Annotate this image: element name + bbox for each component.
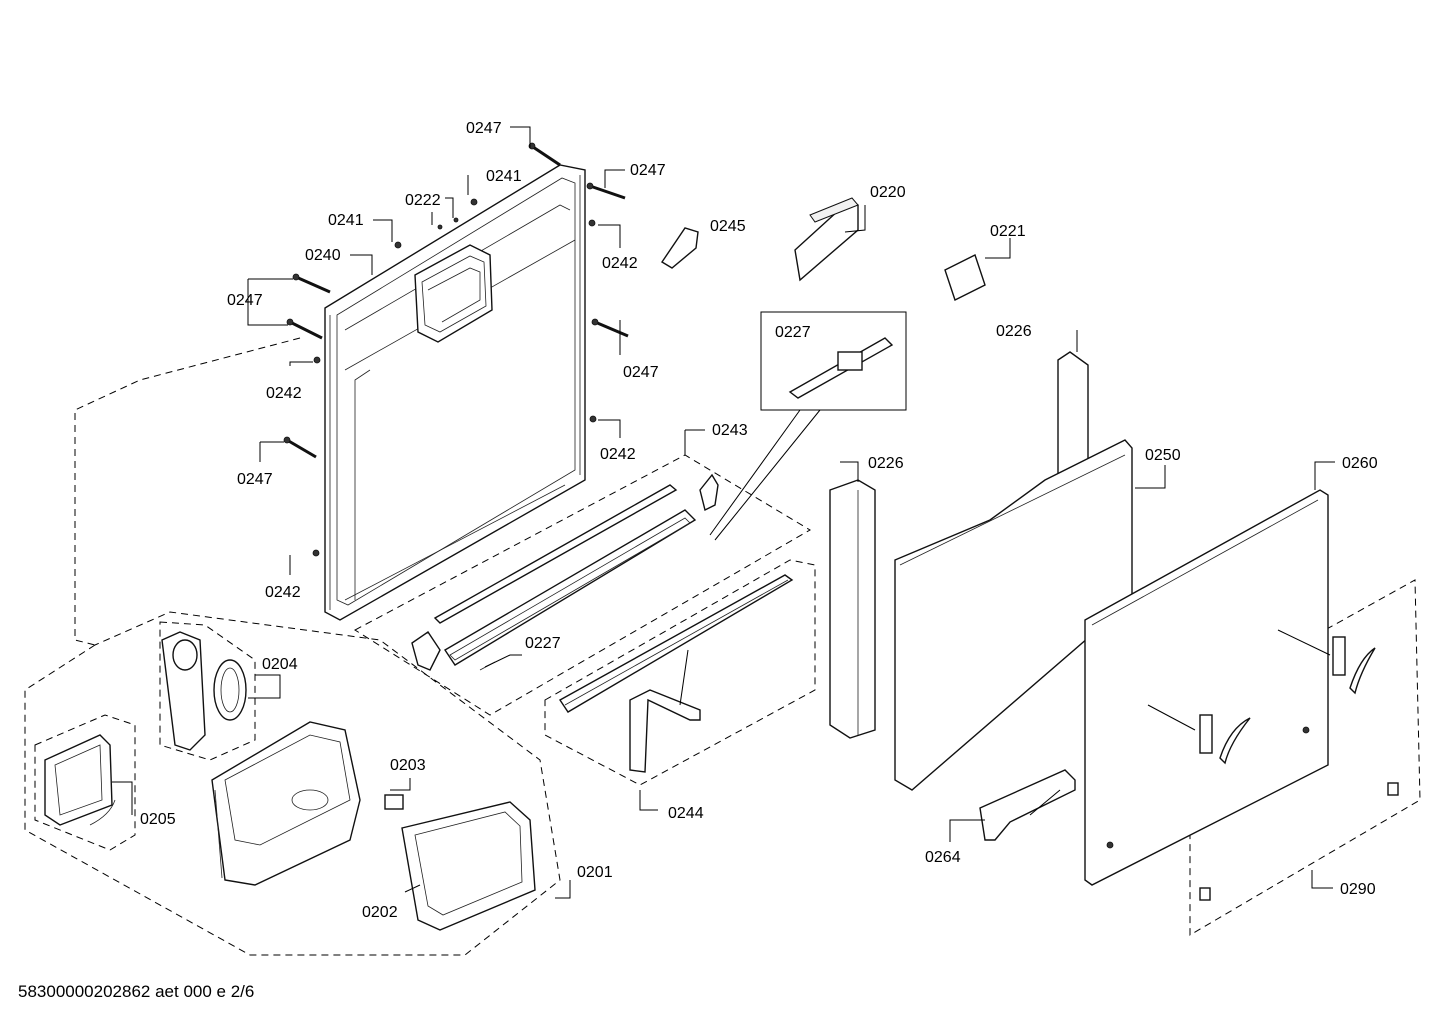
left-assembly-parts: [44, 631, 536, 931]
label-0205: 0205: [140, 811, 176, 828]
small-screw-icon: [453, 217, 459, 223]
label-0204: 0204: [262, 656, 298, 673]
label-0220: 0220: [870, 184, 906, 201]
door-inner-panel: [324, 164, 586, 621]
label-0247: 0247: [466, 120, 502, 137]
label-0247: 0247: [227, 292, 263, 309]
clip-0245: [661, 227, 699, 269]
label-0242: 0242: [600, 446, 636, 463]
detail-callout-0227: [709, 311, 907, 541]
label-0264: 0264: [925, 849, 961, 866]
label-0226: 0226: [996, 323, 1032, 340]
label-0242: 0242: [602, 255, 638, 272]
label-0244: 0244: [668, 805, 704, 822]
rail-0244: [558, 574, 794, 773]
label-0240: 0240: [305, 247, 341, 264]
small-screw-icon: [394, 241, 402, 249]
screw-icon: [292, 273, 331, 294]
right-panels: [794, 197, 1399, 901]
part-labels: 0247 0247 0241 0222 0241 0240 0247 0242 …: [140, 120, 1378, 921]
label-0250: 0250: [1145, 447, 1181, 464]
handle-strip-assembly: [411, 473, 719, 671]
small-screw-icon: [313, 356, 321, 364]
small-screw-icon: [589, 415, 597, 423]
small-screw-icon: [437, 224, 443, 230]
label-0247: 0247: [630, 162, 666, 179]
screw-icon: [528, 142, 561, 167]
label-0243: 0243: [712, 422, 748, 439]
label-0227: 0227: [775, 324, 811, 341]
label-0202: 0202: [362, 904, 398, 921]
label-0242: 0242: [266, 385, 302, 402]
label-0227: 0227: [525, 635, 561, 652]
label-0201: 0201: [577, 864, 613, 881]
screw-icon: [586, 182, 626, 200]
label-0203: 0203: [390, 757, 426, 774]
screw-icon: [283, 436, 317, 459]
small-screw-icon: [588, 219, 596, 227]
label-0222: 0222: [405, 192, 441, 209]
label-0247: 0247: [237, 471, 273, 488]
label-0245: 0245: [710, 218, 746, 235]
label-0226: 0226: [868, 455, 904, 472]
label-0221: 0221: [990, 223, 1026, 240]
small-screw-icon: [470, 198, 478, 206]
label-0290: 0290: [1340, 881, 1376, 898]
label-0241: 0241: [486, 168, 522, 185]
label-0241: 0241: [328, 212, 364, 229]
label-0260: 0260: [1342, 455, 1378, 472]
label-0242: 0242: [265, 584, 301, 601]
document-reference-footer: 58300000202862 aet 000 e 2/6: [18, 982, 254, 1001]
leader-lines: [112, 126, 1335, 899]
screw-icon: [286, 318, 323, 340]
small-screw-icon: [312, 549, 320, 557]
door-screws: [283, 142, 699, 557]
dashed-group-outlines: [24, 337, 1421, 956]
label-0247: 0247: [623, 364, 659, 381]
screw-icon: [591, 318, 629, 338]
